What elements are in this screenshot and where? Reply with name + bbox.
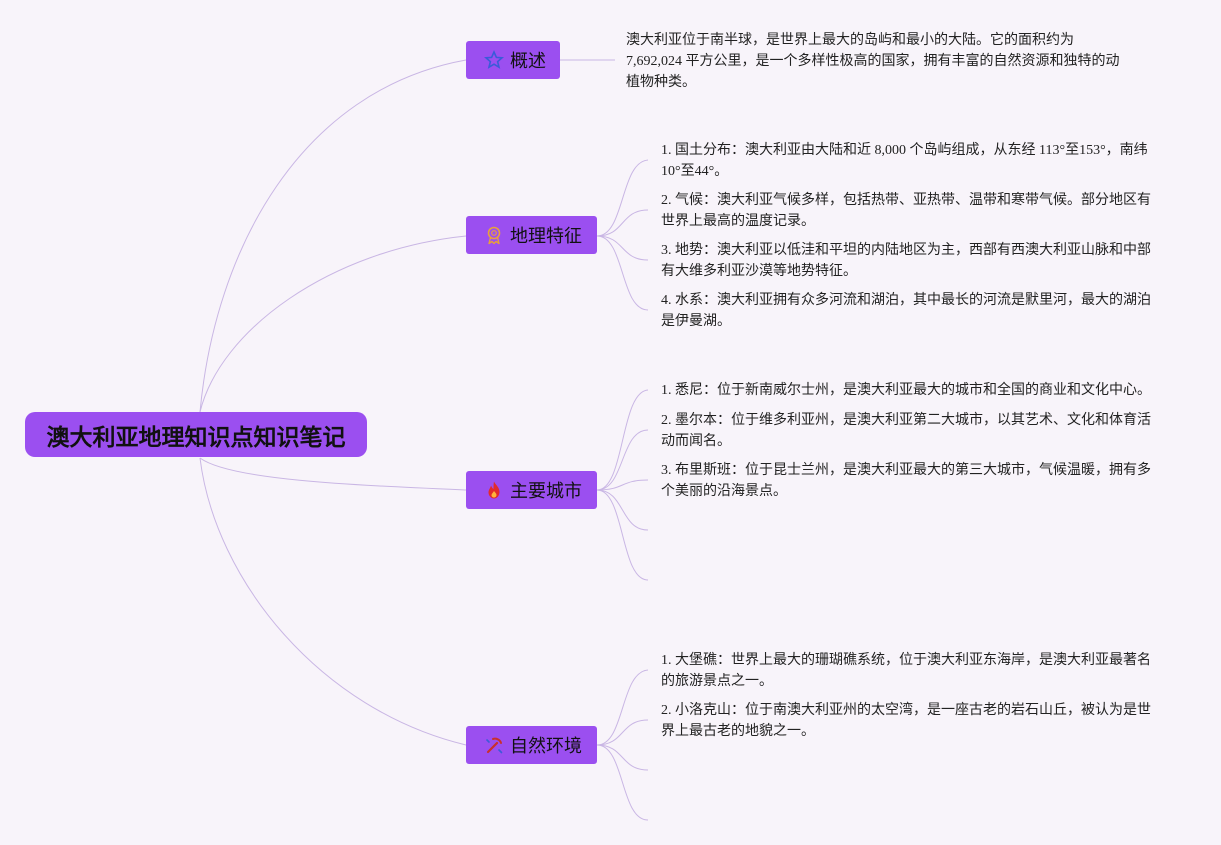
connector-root-cities (199, 457, 467, 491)
connector-geo-1 (596, 159, 649, 237)
connector-city-4 (596, 489, 649, 531)
connector-city-2 (596, 429, 649, 491)
geography-item: 3. 地势：澳大利亚以低洼和平坦的内陆地区为主，西部有西澳大利亚山脉和中部有大维… (661, 243, 1151, 279)
nature-item: 2. 小洛克山：位于南澳大利亚州的太空湾，是一座古老的岩石山丘，被认为是世界上最… (661, 703, 1151, 739)
root-topic[interactable]: 澳大利亚地理知识点知识笔记 (25, 412, 367, 457)
branch-nature-label: 自然环境 (510, 736, 582, 757)
geography-item: 4. 水系：澳大利亚拥有众多河流和湖泊，其中最长的河流是默里河，最大的湖泊是伊曼… (661, 293, 1151, 329)
fire-icon (484, 480, 504, 500)
branch-overview[interactable]: 概述 (466, 41, 560, 79)
branch-geography[interactable]: 地理特征 (466, 216, 597, 254)
city-item: 3. 布里斯班：位于昆士兰州，是澳大利亚最大的第三大城市，气候温暖，拥有多个美丽… (661, 463, 1151, 499)
city-item: 1. 悉尼：位于新南威尔士州，是澳大利亚最大的城市和全国的商业和文化中心。 (661, 383, 1151, 398)
connector-nature-2 (596, 719, 649, 746)
connector-geo-4 (596, 235, 649, 311)
branch-nature[interactable]: 自然环境 (466, 726, 597, 764)
connector-city-3 (596, 479, 649, 491)
connector-nature-3 (596, 744, 649, 771)
geography-item: 2. 气候：澳大利亚气候多样，包括热带、亚热带、温带和寒带气候。部分地区有世界上… (661, 193, 1151, 229)
pickaxe-icon (484, 735, 504, 755)
connector-geo-2 (596, 209, 649, 237)
connector-city-5 (596, 489, 649, 581)
connector-nature-1 (596, 669, 649, 746)
connector-root-nature (199, 457, 467, 746)
branch-cities-label: 主要城市 (510, 481, 582, 502)
nature-item: 1. 大堡礁：世界上最大的珊瑚礁系统，位于澳大利亚东海岸，是澳大利亚最著名的旅游… (661, 653, 1151, 689)
connector-root-geography (199, 235, 467, 413)
star-icon (484, 50, 504, 70)
connector-city-1 (596, 389, 649, 491)
connector-nature-4 (596, 744, 649, 821)
connector-geo-3 (596, 235, 649, 261)
branch-overview-label: 概述 (510, 51, 546, 72)
branch-geography-label: 地理特征 (510, 226, 582, 247)
branch-cities[interactable]: 主要城市 (466, 471, 597, 509)
city-item: 2. 墨尔本：位于维多利亚州，是澳大利亚第二大城市，以其艺术、文化和体育活动而闻… (661, 413, 1151, 449)
medal-icon (484, 225, 504, 245)
overview-text: 澳大利亚位于南半球，是世界上最大的岛屿和最小的大陆。它的面积约为7,692,02… (626, 33, 1120, 90)
connector-root-overview (199, 59, 467, 413)
geography-item: 1. 国土分布：澳大利亚由大陆和近 8,000 个岛屿组成，从东经 113°至1… (661, 143, 1148, 179)
root-topic-label: 澳大利亚地理知识点知识笔记 (46, 424, 346, 451)
